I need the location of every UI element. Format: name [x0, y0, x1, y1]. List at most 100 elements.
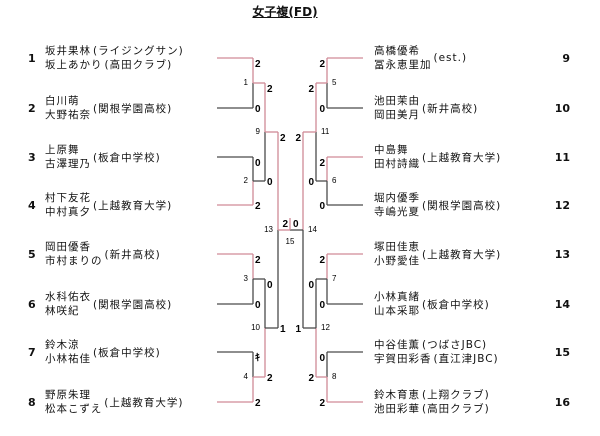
player-name: 池田彩華 [374, 403, 420, 415]
player-name: 池田茉由 [374, 95, 420, 107]
player-names: 小林真緒山本采耶 [374, 290, 420, 318]
entry-number: 15 [554, 345, 570, 359]
entry-1: 1 坂井果林(ライジングサン)坂上あかり(高田クラブ) [28, 43, 212, 73]
entry-number: 9 [562, 51, 570, 65]
match-score: 2 [255, 59, 261, 70]
player-line: 池田彩華(高田クラブ) [374, 402, 553, 416]
affiliation: (板倉中学校) [422, 298, 490, 311]
player-names: 水科佑衣林咲紀 [45, 290, 91, 318]
entry-number: 6 [28, 297, 36, 311]
affiliation: (上越教育大学) [422, 248, 502, 261]
entry-number: 11 [554, 150, 570, 164]
match-score: 2 [255, 398, 261, 409]
match-score: 2 [319, 59, 325, 70]
player-name: 村下友花 [45, 192, 91, 204]
player-name: 田村詩織 [374, 158, 420, 170]
match-number: 2 [244, 176, 249, 185]
final-score: 2 [282, 219, 288, 230]
match-score: 0 [308, 280, 314, 291]
player-name: 松本こずえ [45, 403, 103, 415]
affiliation: (直江津JBC) [433, 353, 499, 365]
player-name: 中村真夕 [45, 206, 91, 218]
affiliation: (上越教育大学) [422, 151, 502, 164]
match-score: 2 [280, 133, 286, 144]
affiliation: (関根学園高校) [93, 298, 173, 311]
entry-number: 5 [28, 247, 36, 261]
affiliation: (関根学園高校) [93, 102, 173, 115]
entry-9: 高橋優希冨永恵里加(est.)9 [374, 43, 570, 73]
title-text: 女子複(FD) [252, 5, 318, 19]
player-line: 坂井果林(ライジングサン) [45, 44, 212, 58]
match-score: 2 [308, 84, 314, 95]
entry-6: 6 水科佑衣林咲紀(関根学園高校) [28, 289, 212, 319]
affiliation: (関根学園高校) [422, 199, 502, 212]
affiliation: (つばさJBC) [422, 339, 488, 351]
affiliation: (板倉中学校) [93, 151, 161, 164]
entry-number: 16 [554, 395, 570, 409]
player-name: 宇賀田彩香 [374, 353, 432, 365]
match-score: 1 [295, 324, 301, 335]
match-score: 2 [319, 255, 325, 266]
affiliation: (高田クラブ) [422, 403, 490, 415]
player-name: 岡田優香 [45, 241, 91, 253]
match-score: 0 [267, 177, 273, 188]
match-score: 0 [255, 104, 261, 115]
match-score: 2 [267, 84, 273, 95]
player-name: 寺嶋光夏 [374, 206, 420, 218]
entry-number: 1 [28, 51, 36, 65]
affiliation: (新井高校) [422, 102, 479, 115]
player-lines: 中谷佳薫(つばさJBC)宇賀田彩香(直江津JBC) [374, 338, 553, 366]
entry-number: 8 [28, 395, 36, 409]
match-number: 1 [244, 78, 249, 87]
affiliation: (上越教育大学) [104, 396, 184, 409]
player-lines: 坂井果林(ライジングサン)坂上あかり(高田クラブ) [45, 44, 212, 72]
match-number: 10 [251, 323, 260, 332]
player-names: 池田茉由岡田美月 [374, 94, 420, 122]
entry-number: 7 [28, 345, 36, 359]
player-name: 小野愛佳 [374, 255, 420, 267]
affiliation: (上越教育大学) [93, 199, 173, 212]
player-names: 塚田佳恵小野愛佳 [374, 240, 420, 268]
match-number: 3 [244, 274, 249, 283]
match-score: 2 [255, 255, 261, 266]
player-names: 上原舞古澤理乃 [45, 143, 91, 171]
match-number: 6 [332, 176, 337, 185]
affiliation: (上翔クラブ) [422, 389, 490, 401]
match-number: 12 [321, 323, 330, 332]
entry-number: 2 [28, 101, 36, 115]
match-score: 1 [280, 324, 286, 335]
player-name: 鈴木涼 [45, 339, 80, 351]
player-names: 中島舞田村詩織 [374, 143, 420, 171]
match-score: 0 [319, 353, 325, 364]
match-number: 13 [264, 225, 273, 234]
match-number: 11 [321, 127, 330, 136]
player-names: 堀内優季寺嶋光夏 [374, 191, 420, 219]
page-title: 女子複(FD) [0, 3, 570, 20]
entry-number: 14 [554, 297, 570, 311]
match-score: 2 [319, 398, 325, 409]
player-names: 鈴木涼小林祐佳 [45, 338, 91, 366]
match-score: 0 [308, 177, 314, 188]
player-line: 宇賀田彩香(直江津JBC) [374, 352, 553, 366]
match-number: 4 [244, 372, 249, 381]
match-score: 0 [319, 300, 325, 311]
player-names: 岡田優香市村まりの [45, 240, 103, 268]
player-name: 岡田美月 [374, 109, 420, 121]
player-line: 坂上あかり(高田クラブ) [45, 58, 212, 72]
entry-11: 中島舞田村詩織(上越教育大学) 11 [374, 142, 570, 172]
entry-13: 塚田佳恵小野愛佳(上越教育大学) 13 [374, 239, 570, 269]
player-names: 白川萌大野祐奈 [45, 94, 91, 122]
entry-number: 13 [554, 247, 570, 261]
player-line: 鈴木育恵(上翔クラブ) [374, 388, 553, 402]
player-name: 市村まりの [45, 255, 103, 267]
match-score: 0 [319, 201, 325, 212]
entry-12: 堀内優季寺嶋光夏(関根学園高校)12 [374, 190, 570, 220]
match-score: 0 [267, 280, 273, 291]
match-score: 2 [308, 373, 314, 384]
player-name: 古澤理乃 [45, 158, 91, 170]
match-score: 2 [255, 201, 261, 212]
player-name: 水科佑衣 [45, 291, 91, 303]
entry-14: 小林真緒山本采耶(板倉中学校) 14 [374, 289, 570, 319]
match-number: 14 [308, 225, 317, 234]
